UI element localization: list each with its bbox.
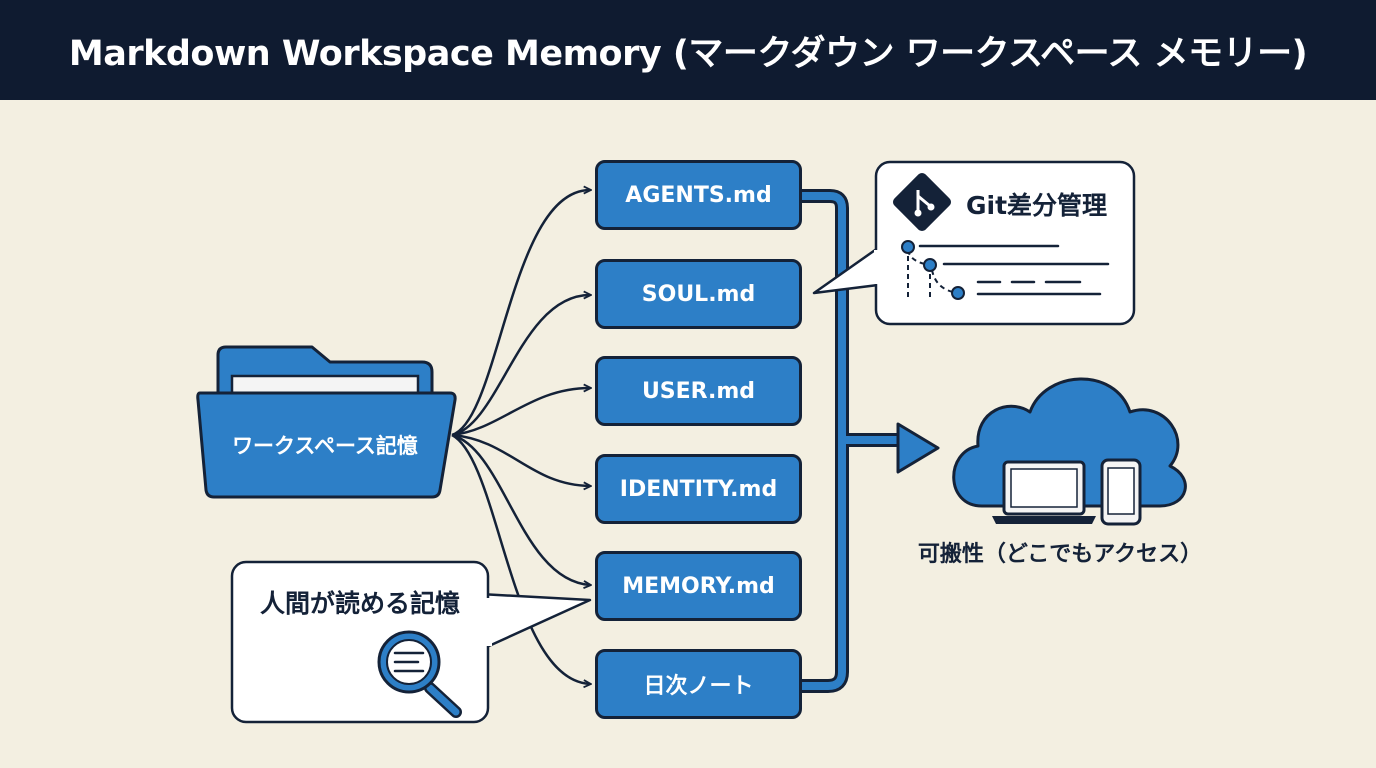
page-title: Markdown Workspace Memory (マークダウン ワークスペー… (68, 33, 1308, 74)
human-readable-callout (230, 560, 592, 724)
magnifier-icon (377, 630, 462, 718)
folder-icon (196, 345, 457, 499)
cloud-icon (952, 377, 1187, 526)
git-diff-label: Git差分管理 (966, 191, 1108, 220)
file-box-identity: IDENTITY.md (595, 454, 802, 524)
merge-connector (795, 189, 940, 693)
workspace-memory-label: ワークスペース記憶 (232, 434, 418, 458)
file-box-user: USER.md (595, 356, 802, 426)
laptop-icon (992, 460, 1096, 524)
git-callout (812, 160, 1136, 326)
git-icon (892, 172, 952, 232)
phone-icon (1100, 458, 1142, 526)
file-box-daily-notes: 日次ノート (595, 649, 802, 719)
file-box-memory: MEMORY.md (595, 551, 802, 621)
git-history-graph (901, 240, 1110, 300)
portability-label: 可搬性（どこでもアクセス） (917, 542, 1203, 567)
fan-out-arrows (451, 190, 590, 684)
file-box-soul: SOUL.md (595, 259, 802, 329)
header-bar: Markdown Workspace Memory (マークダウン ワークスペー… (0, 0, 1376, 100)
file-box-agents: AGENTS.md (595, 160, 802, 230)
human-readable-label: 人間が読める記憶 (259, 589, 460, 618)
